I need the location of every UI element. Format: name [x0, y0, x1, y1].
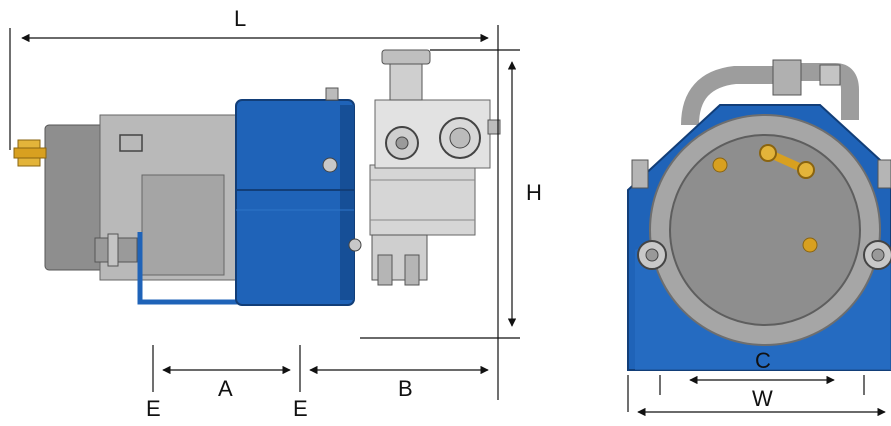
dimension-label-W: W: [752, 386, 773, 411]
brass-terminals: [13, 139, 47, 167]
pipe-elbow: [681, 66, 800, 126]
side-dimension-lines: [9, 25, 520, 400]
dimension-label-A: A: [218, 376, 233, 401]
dimension-label-E-left: E: [146, 396, 161, 421]
front-dimension-lines: [627, 375, 886, 417]
pump-block: [369, 164, 476, 236]
blue-housing: [235, 99, 355, 306]
mount-bracket: [137, 232, 240, 305]
motor-panel: [141, 174, 225, 276]
front-view: [627, 59, 891, 371]
dimension-label-H: H: [526, 180, 542, 205]
dimension-label-E-right: E: [293, 396, 308, 421]
side-view: [13, 49, 501, 306]
dimension-label-L: L: [234, 6, 247, 31]
dimension-label-B: B: [398, 376, 413, 401]
dimension-label-C: C: [755, 348, 771, 373]
top-fitting: [389, 59, 423, 101]
motor-nameplate: [119, 134, 143, 152]
